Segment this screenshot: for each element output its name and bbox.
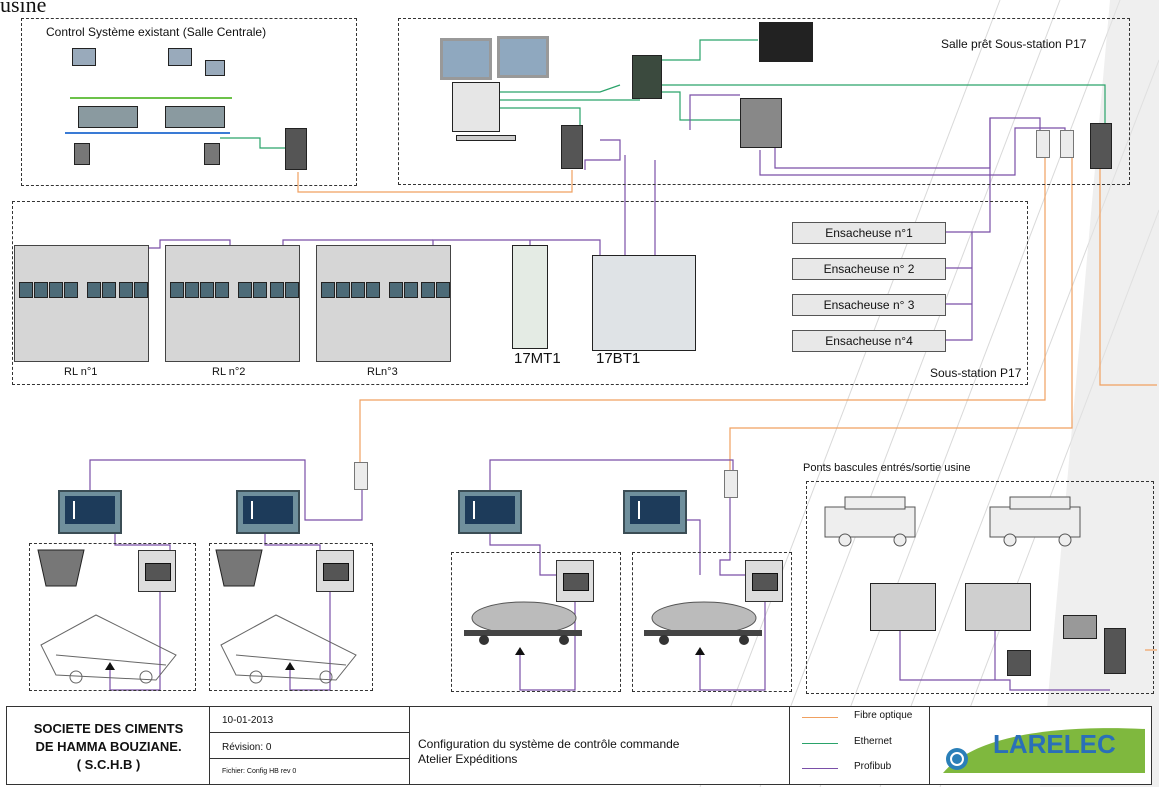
top-fragment: usine bbox=[0, 0, 47, 17]
rl-cabinet-label: RL n°1 bbox=[64, 366, 98, 378]
description-line-2: Atelier Expéditions bbox=[418, 752, 518, 766]
workstation-icon bbox=[168, 48, 192, 66]
hmi-panel-icon bbox=[623, 490, 687, 534]
hmi-panel-icon bbox=[58, 490, 122, 534]
plc-cpu-icon bbox=[740, 98, 782, 148]
legend-label-fibre: Fibre optique bbox=[854, 710, 913, 721]
company-line-2: DE HAMMA BOUZIANE. bbox=[35, 739, 182, 754]
ensacheuse-3: Ensacheuse n° 3 bbox=[792, 294, 946, 316]
panel-label-17mt1: 17MT1 bbox=[514, 350, 561, 367]
hopper-icon bbox=[215, 549, 263, 587]
mtt-terminal-icon bbox=[316, 550, 354, 592]
loading-station-2 bbox=[209, 543, 373, 691]
weighing-indicator-icon bbox=[965, 583, 1031, 631]
company-line-1: SOCIETE DES CIMENTS bbox=[33, 721, 184, 736]
bt-panel-icon bbox=[592, 255, 696, 351]
keyboard-icon bbox=[456, 135, 516, 141]
server-icon bbox=[204, 143, 220, 165]
hmi-panel-icon bbox=[458, 490, 522, 534]
plc-rack-icon bbox=[165, 106, 225, 128]
rl-cabinet-label: RLn°3 bbox=[367, 366, 398, 378]
truck-entry-icon bbox=[824, 496, 916, 547]
fibre-links bbox=[297, 150, 1157, 651]
control-system-title: Control Système existant (Salle Centrale… bbox=[46, 25, 267, 39]
loading-station-4 bbox=[632, 552, 792, 692]
server-icon bbox=[74, 143, 90, 165]
mtt-terminal-icon bbox=[138, 550, 176, 592]
media-converter-icon bbox=[1090, 123, 1112, 169]
legend-swatch-ethernet bbox=[802, 743, 838, 744]
ponts-bascules-box bbox=[806, 481, 1154, 694]
truck-loading-icon bbox=[220, 614, 357, 684]
legend-swatch-profibus bbox=[802, 768, 838, 769]
truck-loading-icon bbox=[40, 614, 177, 684]
ethernet-links bbox=[70, 39, 1106, 149]
rl-cabinet-1 bbox=[14, 245, 149, 362]
loading-station-3 bbox=[451, 552, 621, 692]
mt-panel-icon bbox=[512, 245, 548, 349]
media-converter-icon bbox=[561, 125, 583, 169]
rail-wagon-icon bbox=[644, 601, 762, 645]
control-system-box bbox=[21, 18, 357, 186]
ensacheuse-1: Ensacheuse n°1 bbox=[792, 222, 946, 244]
company-line-3: ( S.C.H.B ) bbox=[76, 757, 141, 772]
rl-cabinet-2 bbox=[165, 245, 300, 362]
monitor-icon bbox=[1007, 650, 1031, 676]
printer-icon bbox=[759, 22, 813, 62]
rl-cabinet-label: RL n°2 bbox=[212, 366, 246, 378]
weighing-indicator-icon bbox=[870, 583, 936, 631]
salle-pret-title: Salle prêt Sous-station P17 bbox=[941, 37, 1087, 51]
legend-label-ethernet: Ethernet bbox=[854, 736, 892, 747]
company-cell: SOCIETE DES CIMENTS DE HAMMA BOUZIANE. (… bbox=[7, 707, 210, 784]
optical-link-icon bbox=[1036, 130, 1050, 158]
legend-label-profibus: Profibub bbox=[854, 761, 892, 772]
legend-swatch-fibre bbox=[802, 717, 838, 718]
ticket-printer-icon bbox=[1063, 615, 1097, 639]
legend: Fibre optique Ethernet Profibub bbox=[790, 707, 930, 784]
pc-tower-icon bbox=[452, 82, 500, 132]
plc-rack-icon bbox=[78, 106, 138, 128]
ponts-bascules-title: Ponts bascules entrés/sortie usine bbox=[803, 462, 971, 474]
document-revision: Révision: 0 bbox=[222, 742, 272, 753]
ethernet-switch-icon bbox=[632, 55, 662, 99]
title-block: SOCIETE DES CIMENTS DE HAMMA BOUZIANE. (… bbox=[6, 706, 1152, 785]
larelec-logo: LARELEC bbox=[943, 728, 1145, 773]
hopper-icon bbox=[37, 549, 85, 587]
rail-wagon-icon bbox=[464, 601, 582, 645]
ensacheuse-2: Ensacheuse n° 2 bbox=[792, 258, 946, 280]
document-date: 10-01-2013 bbox=[222, 715, 274, 726]
logo-text: LARELEC bbox=[993, 729, 1116, 759]
logo-cell: LARELEC bbox=[931, 707, 1151, 784]
ensacheuse-4: Ensacheuse n°4 bbox=[792, 330, 946, 352]
description-cell: Configuration du système de contrôle com… bbox=[410, 707, 790, 784]
optical-link-icon bbox=[1060, 130, 1074, 158]
media-converter-icon bbox=[285, 128, 307, 170]
monitor-icon bbox=[497, 36, 549, 78]
mtt-terminal-icon bbox=[745, 560, 783, 602]
truck-exit-icon bbox=[989, 496, 1081, 547]
monitor-icon bbox=[440, 38, 492, 80]
description-line-1: Configuration du système de contrôle com… bbox=[418, 737, 680, 751]
workstation-icon bbox=[72, 48, 96, 66]
mtt-terminal-icon bbox=[556, 560, 594, 602]
document-info-cell: 10-01-2013 Révision: 0 Fichier: Config H… bbox=[210, 707, 410, 784]
workstation-icon bbox=[205, 60, 225, 76]
optical-link-icon bbox=[724, 470, 738, 498]
document-file: Fichier: Config HB rev 0 bbox=[222, 768, 297, 775]
sous-station-box bbox=[12, 201, 1028, 385]
loading-station-1 bbox=[29, 543, 196, 691]
panel-label-17bt1: 17BT1 bbox=[596, 350, 641, 367]
rl-cabinet-3 bbox=[316, 245, 451, 362]
salle-pret-box bbox=[398, 18, 1130, 185]
hmi-panel-icon bbox=[236, 490, 300, 534]
sous-station-title: Sous-station P17 bbox=[930, 366, 1022, 380]
media-converter-icon bbox=[1104, 628, 1126, 674]
optical-link-icon bbox=[354, 462, 368, 490]
